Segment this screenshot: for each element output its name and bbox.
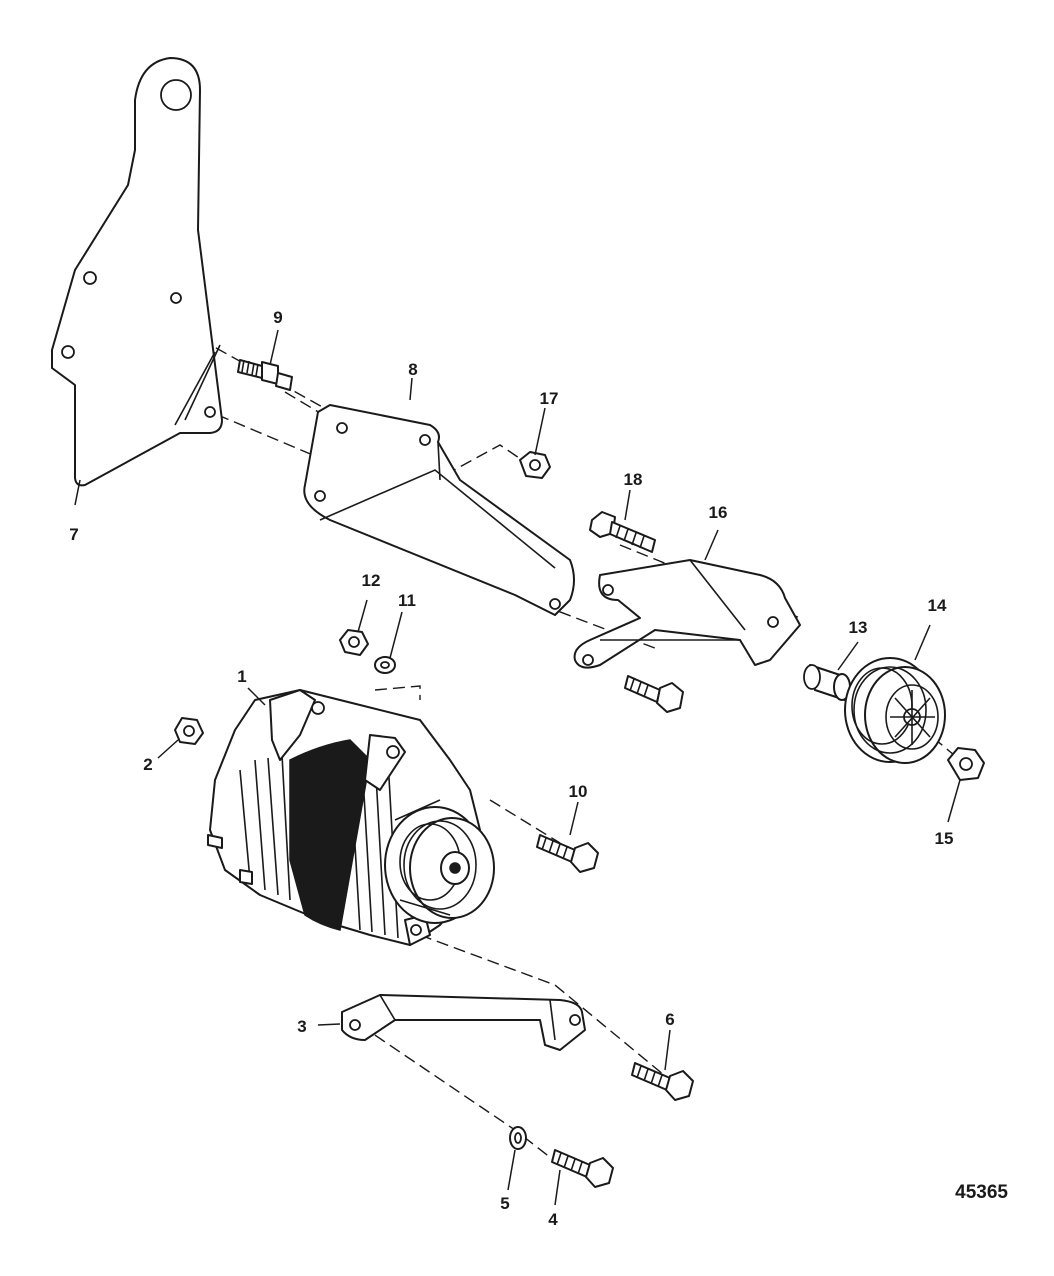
nut-part-12: [339, 629, 369, 656]
leader-lines: [74, 329, 961, 1206]
washer-part-5: [509, 1126, 527, 1150]
callout-9: 9: [273, 308, 282, 327]
bracket-part-8: [303, 404, 575, 616]
alternator-part-1: [207, 689, 495, 946]
callout-7: 7: [69, 525, 78, 544]
callout-12: 12: [362, 571, 381, 590]
callout-15: 15: [935, 829, 954, 848]
callout-11: 11: [398, 591, 416, 610]
callout-2: 2: [143, 755, 152, 774]
callout-18: 18: [624, 470, 643, 489]
nut-part-2: [174, 717, 204, 745]
callout-16: 16: [709, 503, 728, 522]
callout-3: 3: [297, 1017, 306, 1036]
callout-8: 8: [408, 360, 417, 379]
callout-1: 1: [237, 667, 246, 686]
bolt-under-bracket: [624, 675, 684, 713]
bolt-part-4: [551, 1149, 614, 1188]
figure-number: 45365: [955, 1182, 1008, 1203]
idler-pulley-part-14: [844, 657, 946, 764]
lock-washer-part-11: [374, 656, 396, 674]
callout-13: 13: [849, 618, 868, 637]
callout-4: 4: [548, 1210, 558, 1229]
callout-17: 17: [540, 389, 559, 408]
idler-bracket-part-16: [573, 559, 801, 669]
callout-14: 14: [928, 596, 947, 615]
callout-10: 10: [569, 782, 588, 801]
bolt-part-10: [536, 834, 599, 873]
nut-part-17: [519, 451, 551, 479]
bolt-part-18: [589, 511, 656, 553]
stud-part-9: [237, 359, 293, 391]
callouts: 1 2 3 4 5 6 7 8 9 10 11 12 13 14 15 16 1…: [69, 308, 953, 1229]
flange-nut-part-15: [947, 747, 985, 781]
callout-6: 6: [665, 1010, 674, 1029]
mounting-bracket-part-7: [51, 57, 223, 487]
spacer-part-13: [803, 664, 851, 701]
adjusting-bracket-part-3: [341, 994, 586, 1051]
callout-5: 5: [500, 1194, 509, 1213]
bolt-part-6: [631, 1062, 694, 1101]
